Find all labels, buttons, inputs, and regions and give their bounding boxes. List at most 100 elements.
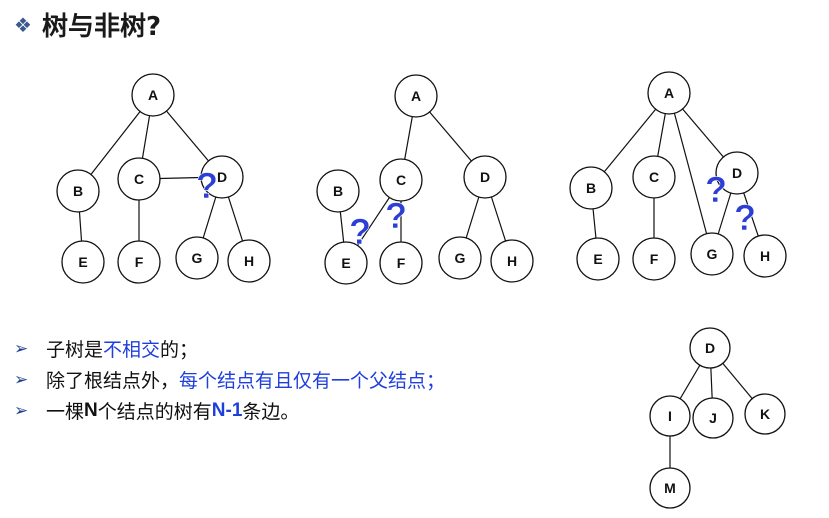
- node-F: F: [632, 237, 676, 281]
- bullet-item: ➢子树是不相交的；: [14, 333, 445, 364]
- node-C: C: [632, 155, 676, 199]
- node-label: M: [664, 480, 676, 496]
- node-label: F: [397, 255, 406, 271]
- node-M: M: [649, 467, 691, 509]
- node-circle: [743, 234, 787, 278]
- bullet-text: 子树是: [46, 339, 104, 361]
- arrowhead-bullet-icon: ➢: [14, 400, 29, 421]
- node-circle: [379, 241, 423, 285]
- node-A: A: [394, 74, 438, 118]
- bullet-text: 每个结点有且仅有一个父结点；: [179, 370, 446, 392]
- node-circle: [379, 158, 423, 202]
- node-circle: [394, 74, 438, 118]
- node-D: D: [689, 327, 731, 369]
- node-label: C: [649, 169, 659, 185]
- edge-A-G: [668, 92, 713, 255]
- node-A: A: [647, 71, 691, 115]
- node-F: F: [379, 241, 423, 285]
- node-label: K: [760, 406, 770, 422]
- node-label: I: [668, 408, 672, 424]
- question-mark-icon: ?: [196, 165, 218, 206]
- node-circle: [56, 169, 100, 213]
- node-E: E: [576, 237, 620, 281]
- node-circle: [690, 232, 734, 276]
- diamond-bullet-icon: ❖: [14, 12, 32, 37]
- node-label: E: [341, 255, 350, 271]
- node-G: G: [175, 236, 219, 280]
- bullet-text: 条边。: [242, 401, 300, 423]
- node-circle: [569, 166, 613, 210]
- node-label: D: [732, 165, 742, 181]
- node-label: H: [244, 253, 254, 269]
- node-circle: [117, 240, 161, 284]
- arrowhead-bullet-icon: ➢: [14, 338, 29, 359]
- node-label: B: [586, 180, 596, 196]
- question-mark-icon: ?: [349, 211, 371, 252]
- node-label: G: [455, 250, 466, 266]
- node-H: H: [743, 234, 787, 278]
- node-label: F: [650, 251, 659, 267]
- node-circle: [649, 395, 691, 437]
- node-C: C: [117, 157, 161, 201]
- node-D: D: [200, 155, 244, 199]
- node-label: H: [760, 248, 770, 264]
- node-label: G: [192, 250, 203, 266]
- node-label: A: [411, 88, 421, 104]
- node-circle: [649, 467, 691, 509]
- bullet-text: N-1: [211, 399, 243, 421]
- node-G: G: [690, 232, 734, 276]
- node-circle: [175, 236, 219, 280]
- node-circle: [715, 151, 759, 195]
- tree2-diagram: A B C D E F G H: [316, 74, 534, 285]
- node-A: A: [131, 73, 175, 117]
- question-mark-icon: ?: [705, 169, 727, 210]
- bullet-text: 除了根结点外，: [46, 370, 180, 392]
- node-label: E: [78, 254, 87, 270]
- question-mark-icon: ?: [734, 197, 756, 238]
- bullet-text: 一棵: [46, 401, 85, 423]
- node-label: D: [705, 340, 715, 356]
- node-circle: [632, 237, 676, 281]
- arrowhead-bullet-icon: ➢: [14, 369, 29, 390]
- node-label: C: [134, 171, 144, 187]
- question-mark-icon: ?: [385, 195, 407, 236]
- node-circle: [692, 397, 734, 439]
- bullet-text: N: [84, 399, 98, 421]
- node-I: I: [649, 395, 691, 437]
- node-B: B: [316, 169, 360, 213]
- node-B: B: [569, 166, 613, 210]
- node-circle: [131, 73, 175, 117]
- node-label: G: [707, 246, 718, 262]
- node-label: D: [217, 169, 227, 185]
- page-title-text: 树与非树?: [41, 12, 162, 42]
- node-circle: [324, 241, 368, 285]
- node-label: C: [396, 172, 406, 188]
- node-label: E: [593, 251, 602, 267]
- node-circle: [647, 71, 691, 115]
- bullet-text: 不相交: [103, 339, 161, 361]
- node-H: H: [227, 239, 271, 283]
- node-circle: [200, 155, 244, 199]
- node-J: J: [692, 397, 734, 439]
- node-label: F: [135, 254, 144, 270]
- node-label: A: [664, 85, 674, 101]
- tree3-diagram: A B C D E F G H: [569, 71, 787, 281]
- node-D: D: [463, 155, 507, 199]
- node-F: F: [117, 240, 161, 284]
- node-circle: [438, 236, 482, 280]
- node-circle: [61, 240, 105, 284]
- node-C: C: [379, 158, 423, 202]
- node-circle: [316, 169, 360, 213]
- node-label: A: [148, 87, 158, 103]
- node-B: B: [56, 169, 100, 213]
- node-E: E: [61, 240, 105, 284]
- bullet-text: 个结点的树有: [97, 401, 212, 423]
- node-E: E: [324, 241, 368, 285]
- node-label: B: [333, 183, 343, 199]
- node-label: B: [73, 183, 83, 199]
- node-H: H: [490, 239, 534, 283]
- node-K: K: [744, 393, 786, 435]
